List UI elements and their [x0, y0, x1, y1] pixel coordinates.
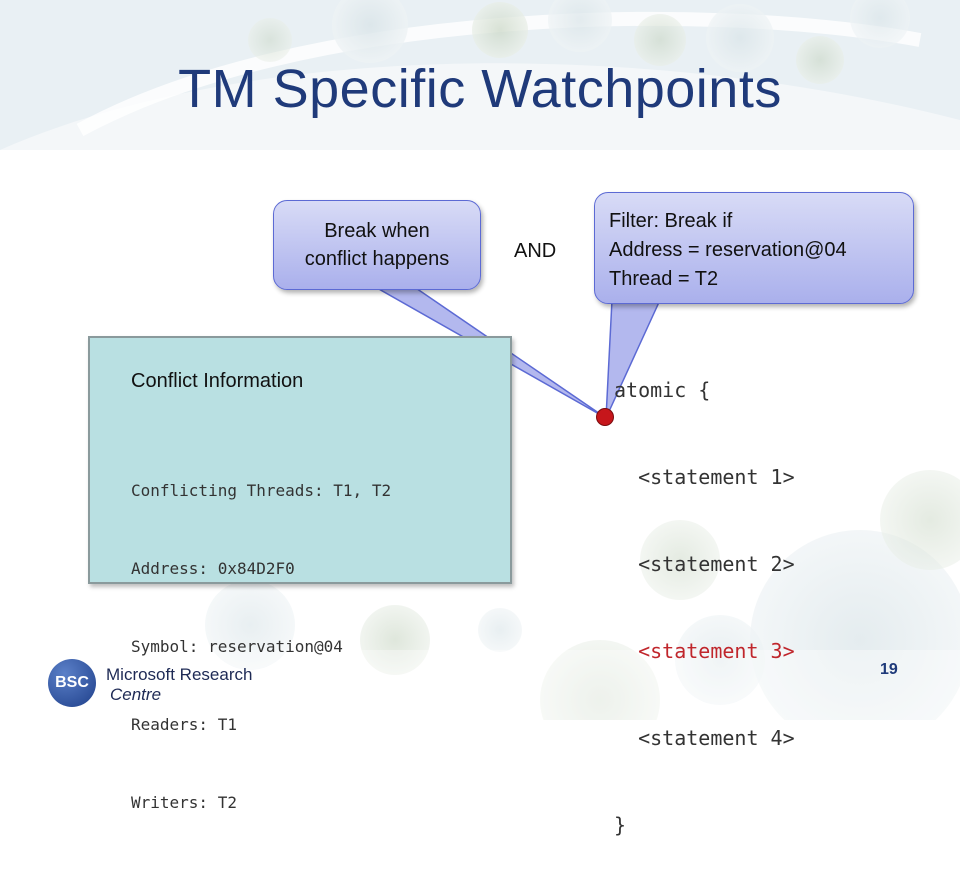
conflict-info-heading: Conflict Information: [131, 370, 304, 392]
conflict-info-line: Symbol: reservation@04: [131, 637, 343, 656]
breakpoint-marker-icon[interactable]: [596, 408, 614, 426]
logo-line: Centre: [110, 685, 162, 704]
code-statement: <statement 1>: [638, 465, 795, 489]
logo-line: Microsoft Research: [106, 665, 253, 684]
conflict-info-line: Conflicting Threads: T1, T2: [131, 481, 392, 500]
slide-title: TM Specific Watchpoints: [178, 59, 782, 119]
callout-line: Address = reservation@04: [609, 239, 847, 261]
callout-break-on-conflict: Break when conflict happens: [273, 200, 481, 290]
callout-line: Thread = T2: [609, 268, 719, 290]
bsc-microsoft-logo: BSC Microsoft Research Centre: [48, 655, 258, 713]
code-statement: <statement 2>: [638, 552, 795, 576]
page-number: 19: [880, 661, 898, 678]
slide-background: [0, 0, 960, 720]
conflict-info-line: Writers: T2: [131, 793, 237, 812]
logo-text: Microsoft Research Centre: [106, 665, 252, 705]
conflict-info-line: Address: 0x84D2F0: [131, 559, 295, 578]
code-statement: <statement 4>: [638, 726, 795, 750]
conflict-info-lines: Conflicting Threads: T1, T2 Address: 0x8…: [131, 426, 391, 868]
callout-line: Filter: Break if: [609, 210, 733, 232]
atomic-code-block: atomic { <statement 1> <statement 2> <st…: [614, 318, 795, 869]
code-open-line: atomic {: [614, 378, 711, 402]
conflict-info-panel: Conflict Information Conflicting Threads…: [88, 336, 512, 812]
callout-line: Break when: [324, 220, 430, 242]
and-label: AND: [514, 240, 557, 262]
code-close-line: }: [614, 813, 627, 837]
conflict-info-line: Readers: T1: [131, 715, 237, 734]
code-statement-highlighted: <statement 3>: [638, 639, 795, 663]
callout-line: conflict happens: [304, 248, 450, 270]
callout-filter: Filter: Break if Address = reservation@0…: [594, 192, 914, 304]
bsc-logo-badge: BSC: [48, 659, 96, 707]
